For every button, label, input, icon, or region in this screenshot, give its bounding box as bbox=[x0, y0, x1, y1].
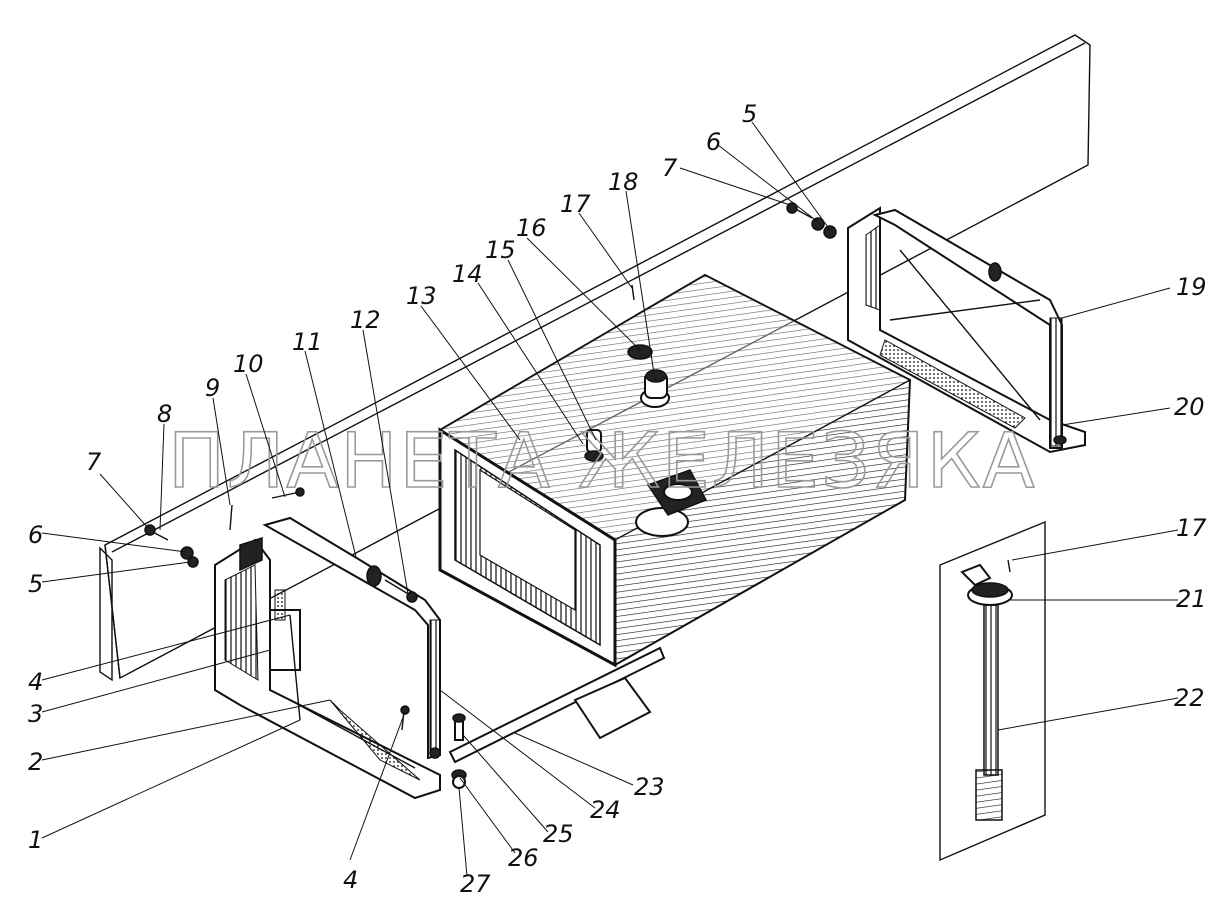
fuel-tank bbox=[438, 273, 912, 668]
callout-27: 27 bbox=[460, 870, 491, 898]
leader-lines bbox=[41, 121, 1179, 877]
callout-6-right: 6 bbox=[706, 128, 721, 156]
callout-labels: 1 2 3 4 4 5 5 6 6 7 7 8 9 10 11 12 13 14… bbox=[28, 100, 1207, 898]
callout-11: 11 bbox=[292, 328, 323, 356]
callout-23: 23 bbox=[634, 773, 665, 801]
tank-top-cap bbox=[635, 469, 708, 537]
callout-16: 16 bbox=[516, 214, 547, 242]
callout-7-left: 7 bbox=[86, 448, 102, 476]
callout-4-bottom: 4 bbox=[343, 866, 358, 894]
callout-4-left: 4 bbox=[28, 668, 43, 696]
left-fasteners bbox=[144, 487, 418, 731]
drain-fitting bbox=[584, 429, 604, 462]
callout-3: 3 bbox=[28, 700, 43, 728]
tank-strap bbox=[448, 646, 666, 764]
callout-17-top: 17 bbox=[560, 190, 591, 218]
callout-8: 8 bbox=[157, 400, 172, 428]
callout-24: 24 bbox=[590, 796, 621, 824]
callout-5-left: 5 bbox=[28, 570, 43, 598]
callout-18: 18 bbox=[608, 168, 639, 196]
right-bracket bbox=[847, 206, 1086, 454]
callout-9: 9 bbox=[205, 374, 220, 402]
fuel-sender-panel bbox=[939, 520, 1046, 862]
strap-bolt-set bbox=[451, 713, 467, 789]
callout-7-right: 7 bbox=[662, 154, 678, 182]
callout-25: 25 bbox=[543, 820, 574, 848]
left-bracket bbox=[214, 536, 441, 800]
callout-15: 15 bbox=[485, 236, 516, 264]
frame-rail bbox=[99, 34, 1091, 682]
callout-20: 20 bbox=[1174, 393, 1205, 421]
callout-1: 1 bbox=[28, 826, 43, 854]
callout-21: 21 bbox=[1176, 585, 1207, 613]
callout-6-left: 6 bbox=[28, 521, 43, 549]
watermark: ПЛАНЕТА ЖЕЛЕЗЯКА bbox=[168, 416, 1037, 505]
callout-13: 13 bbox=[406, 282, 437, 310]
callout-10: 10 bbox=[233, 350, 264, 378]
callout-19: 19 bbox=[1176, 273, 1207, 301]
callout-2: 2 bbox=[28, 748, 43, 776]
filler-neck bbox=[640, 369, 670, 408]
callout-22: 22 bbox=[1174, 684, 1205, 712]
left-tank-strap bbox=[262, 516, 441, 760]
callout-5-right: 5 bbox=[742, 100, 757, 128]
callout-17-right: 17 bbox=[1176, 514, 1207, 542]
callout-12: 12 bbox=[350, 306, 381, 334]
callout-26: 26 bbox=[508, 844, 539, 872]
callout-14: 14 bbox=[452, 260, 483, 288]
filler-cap bbox=[627, 344, 653, 360]
right-fasteners bbox=[631, 202, 837, 301]
